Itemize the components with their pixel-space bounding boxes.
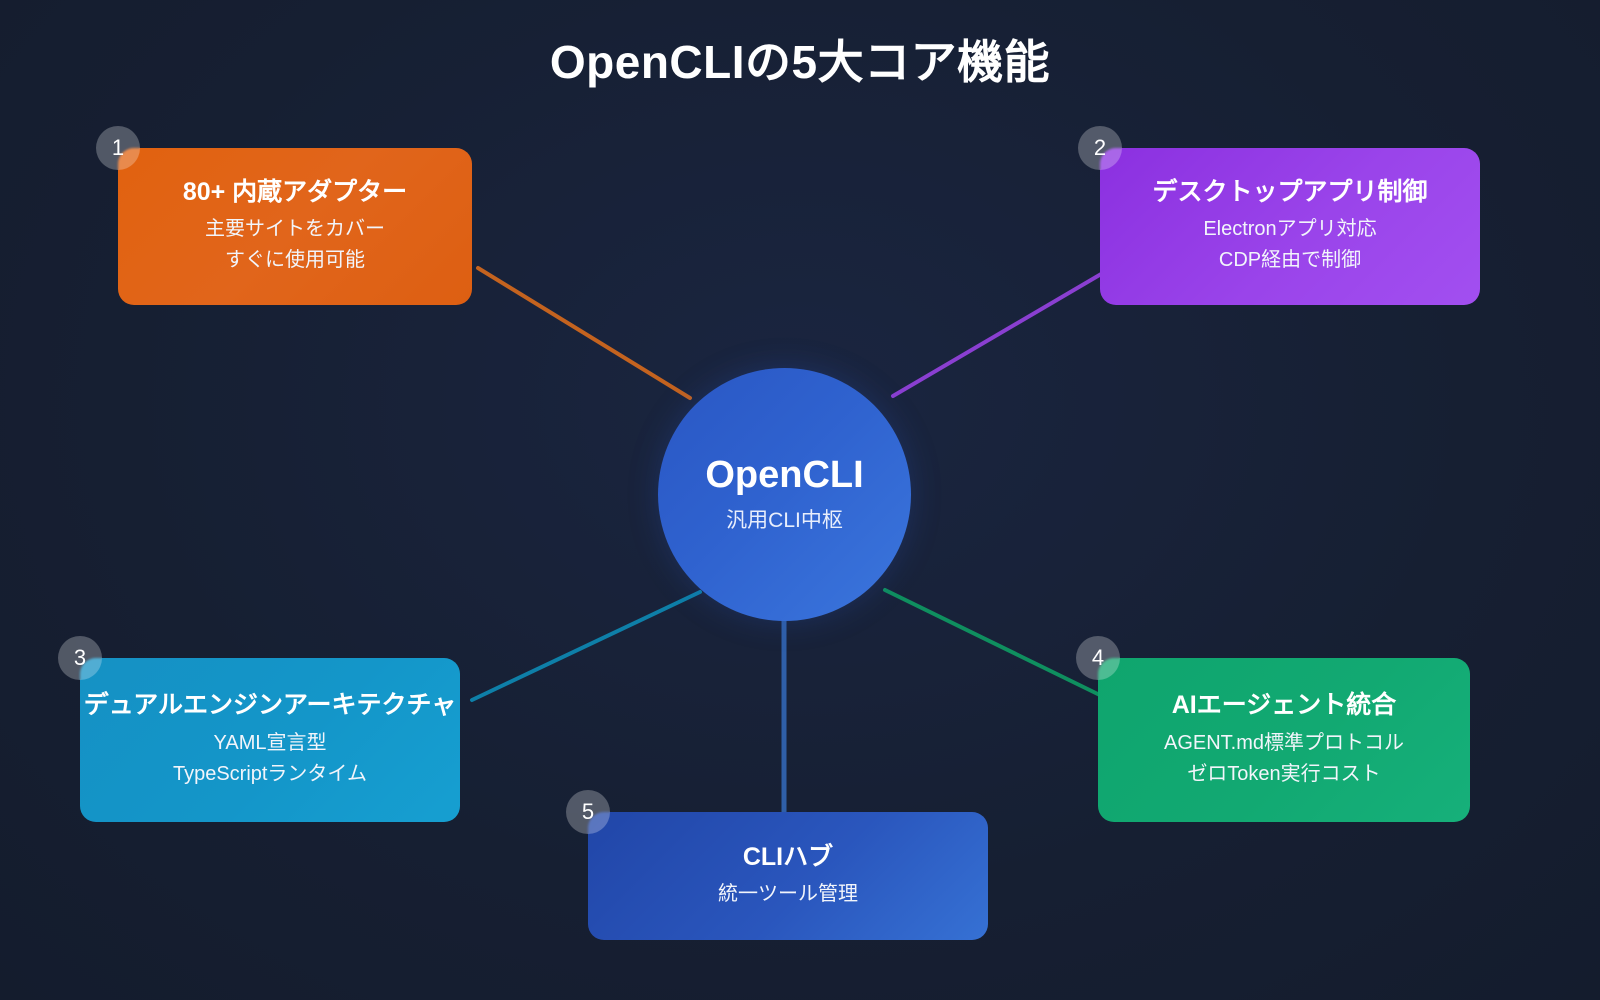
badge-number-1: 1 xyxy=(96,126,140,170)
badge-number-5: 5 xyxy=(566,790,610,834)
card-line-2-1: Electronアプリ対応 xyxy=(1203,218,1377,241)
page-title: OpenCLIの5大コア機能 xyxy=(549,36,1051,88)
connector-card-4 xyxy=(883,588,1112,702)
card-line-3-1: YAML宣言型 xyxy=(213,731,327,754)
feature-card-3[interactable]: 3 デュアルエンジンアーキテクチャ YAML宣言型 TypeScriptランタイ… xyxy=(58,636,460,822)
feature-card-4[interactable]: 4 AIエージェント統合 AGENT.md標準プロトコル ゼロToken実行コス… xyxy=(1076,636,1470,822)
feature-card-5[interactable]: 5 CLIハブ 統一ツール管理 xyxy=(566,790,988,940)
badge-number-2: 2 xyxy=(1078,126,1122,170)
card-title-2: デスクトップアプリ制御 xyxy=(1152,177,1428,206)
feature-card-2[interactable]: 2 デスクトップアプリ制御 Electronアプリ対応 CDP経由で制御 xyxy=(1078,126,1480,305)
card-title-1: 80+ 内蔵アダプター xyxy=(182,177,408,206)
feature-card-1[interactable]: 1 80+ 内蔵アダプター 主要サイトをカバー すぐに使用可能 xyxy=(96,126,472,305)
badge-number-4: 4 xyxy=(1076,636,1120,680)
card-title-5: CLIハブ xyxy=(742,842,834,871)
card-line-3-2: TypeScriptランタイム xyxy=(172,762,368,785)
card-line-1-2: すぐに使用可能 xyxy=(225,249,365,272)
connector-card-3 xyxy=(470,590,702,702)
hub-node[interactable]: OpenCLI 汎用CLI中枢 xyxy=(658,368,911,621)
connector-card-1 xyxy=(476,266,692,400)
card-line-4-2: ゼロToken実行コスト xyxy=(1187,762,1381,785)
hub-subtitle: 汎用CLI中枢 xyxy=(726,509,843,533)
card-line-4-1: AGENT.md標準プロトコル xyxy=(1163,731,1405,754)
badge-number-3: 3 xyxy=(58,636,102,680)
card-line-2-2: CDP経由で制御 xyxy=(1218,249,1362,272)
hub-title: OpenCLI xyxy=(705,453,864,496)
card-title-3: デュアルエンジンアーキテクチャ xyxy=(83,691,457,720)
card-line-5-1: 統一ツール管理 xyxy=(718,883,858,906)
connector-card-2 xyxy=(891,268,1110,398)
card-line-1-1: 主要サイトをカバー xyxy=(205,218,385,241)
card-title-4: AIエージェント統合 xyxy=(1171,691,1397,720)
